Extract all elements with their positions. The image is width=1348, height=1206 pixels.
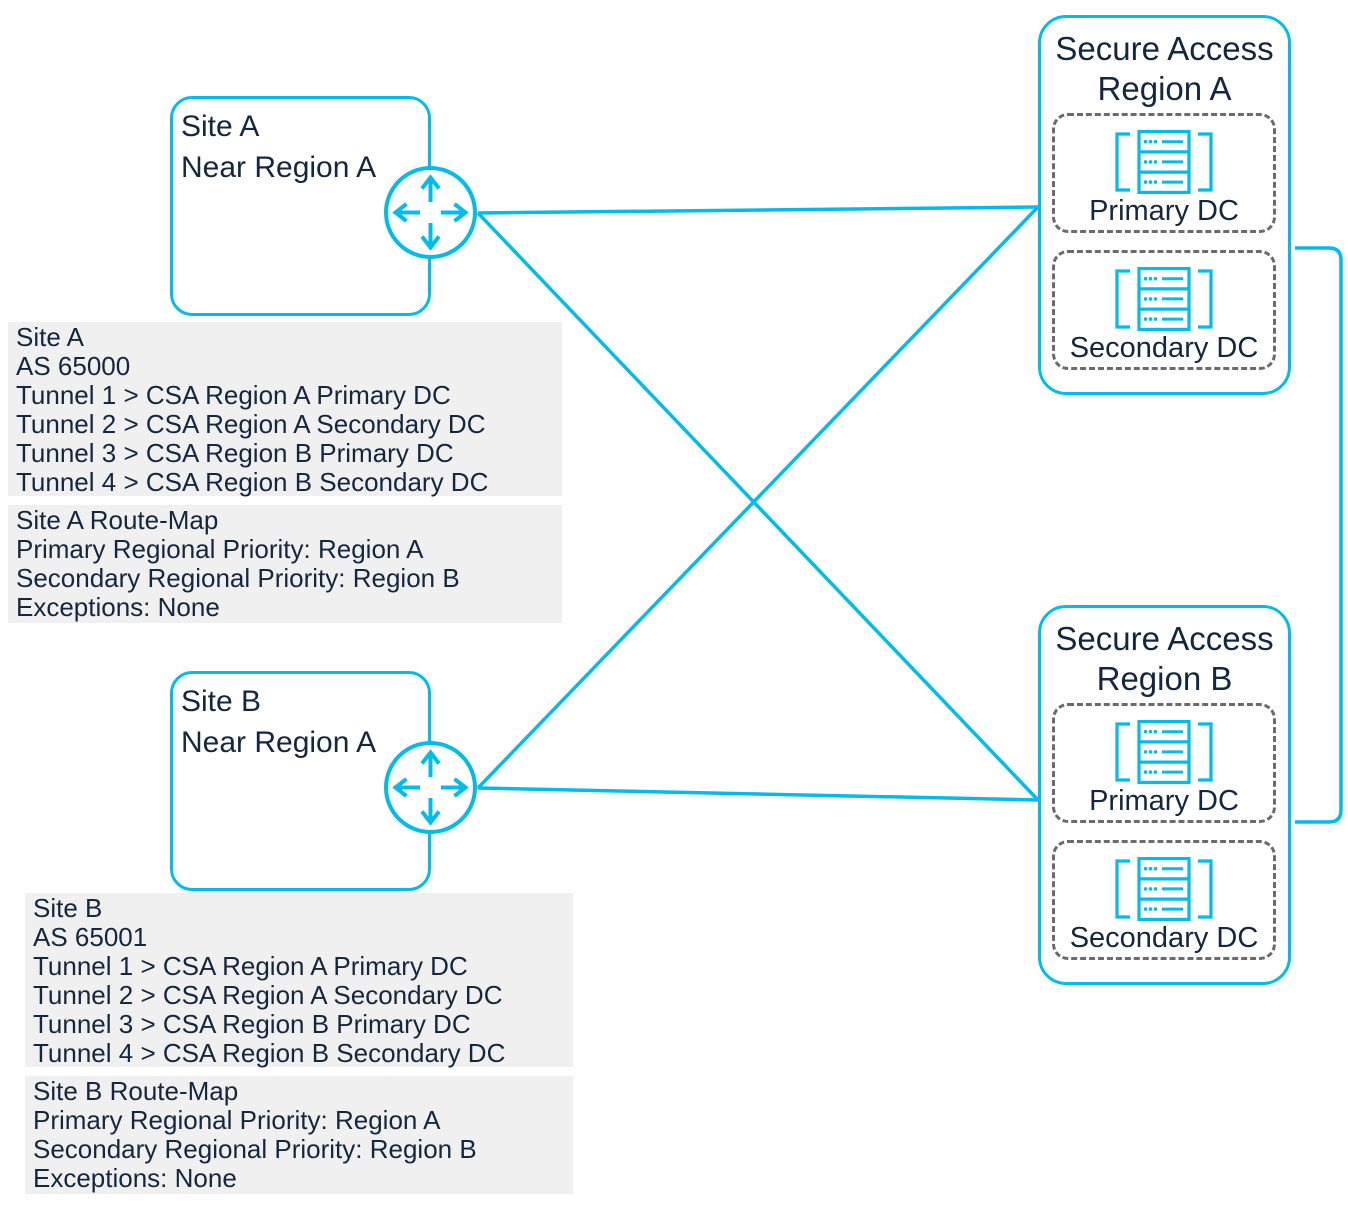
region-a-box: Secure Access Region A [1038, 15, 1291, 395]
info-line: Tunnel 4 > CSA Region B Secondary DC [16, 467, 489, 497]
info-line: Secondary Regional Priority: Region B [16, 563, 460, 593]
router-icon [384, 166, 477, 259]
info-line: Site B [33, 893, 103, 923]
info-line: Primary Regional Priority: Region A [33, 1105, 441, 1135]
site-a-title-line2: Near Region A [181, 151, 377, 184]
site-a-box: Site A Near Region A [170, 96, 431, 316]
region-a-title-line1: Secure Access [1055, 30, 1274, 67]
region-b-box: Secure Access Region B [1038, 605, 1291, 985]
server-stack-icon [1115, 720, 1213, 784]
info-line: Tunnel 1 > CSA Region A Primary DC [33, 951, 468, 981]
info-line: Primary Regional Priority: Region A [16, 534, 424, 564]
info-line: Tunnel 2 > CSA Region A Secondary DC [16, 409, 486, 439]
site-b-info-panel: Site B AS 65001 Tunnel 1 > CSA Region A … [25, 893, 573, 1068]
info-line: Tunnel 4 > CSA Region B Secondary DC [33, 1038, 506, 1068]
link-site-a-region-a [477, 205, 1039, 215]
info-line: Site B Route-Map [33, 1076, 239, 1106]
server-stack-icon [1115, 130, 1213, 194]
site-a-title-line1: Site A [181, 110, 260, 143]
server-stack-icon [1115, 267, 1213, 331]
region-b-title-line2: Region B [1096, 660, 1233, 697]
link-site-b-region-b [477, 786, 1039, 802]
info-line: Site A Route-Map [16, 505, 219, 535]
info-line: Tunnel 3 > CSA Region B Primary DC [33, 1009, 471, 1039]
region-b-primary-dc: Primary DC [1052, 703, 1276, 823]
info-line: Site A [16, 322, 84, 352]
site-a-info-panel: Site A AS 65000 Tunnel 1 > CSA Region A … [8, 322, 562, 497]
info-line: Secondary Regional Priority: Region B [33, 1134, 477, 1164]
site-a-routemap-panel: Site A Route-Map Primary Regional Priori… [8, 505, 562, 623]
info-line: Tunnel 1 > CSA Region A Primary DC [16, 380, 451, 410]
info-line: AS 65000 [16, 351, 131, 381]
info-line: Exceptions: None [16, 592, 220, 622]
info-line: Tunnel 3 > CSA Region B Primary DC [16, 438, 454, 468]
region-b-secondary-dc: Secondary DC [1052, 840, 1276, 960]
site-b-title-line1: Site B [181, 685, 262, 718]
link-site-b-region-a [476, 205, 1040, 790]
router-icon [384, 741, 477, 834]
info-line: Exceptions: None [33, 1163, 237, 1193]
region-a-secondary-dc-label: Secondary DC [1069, 332, 1259, 364]
region-a-primary-dc: Primary DC [1052, 113, 1276, 233]
region-a-primary-dc-label: Primary DC [1089, 195, 1239, 227]
region-b-secondary-dc-label: Secondary DC [1069, 922, 1259, 954]
info-line: AS 65001 [33, 922, 148, 952]
region-b-title-line1: Secure Access [1055, 620, 1274, 657]
server-stack-icon [1115, 857, 1213, 921]
site-b-title-line2: Near Region A [181, 726, 377, 759]
region-a-secondary-dc: Secondary DC [1052, 250, 1276, 370]
site-b-routemap-panel: Site B Route-Map Primary Regional Priori… [25, 1076, 573, 1194]
info-line: Tunnel 2 > CSA Region A Secondary DC [33, 980, 503, 1010]
link-site-a-region-b [476, 211, 1040, 802]
region-a-title-line2: Region A [1097, 70, 1232, 107]
region-b-primary-dc-label: Primary DC [1089, 785, 1239, 817]
link-region-a-region-b [1295, 246, 1343, 824]
